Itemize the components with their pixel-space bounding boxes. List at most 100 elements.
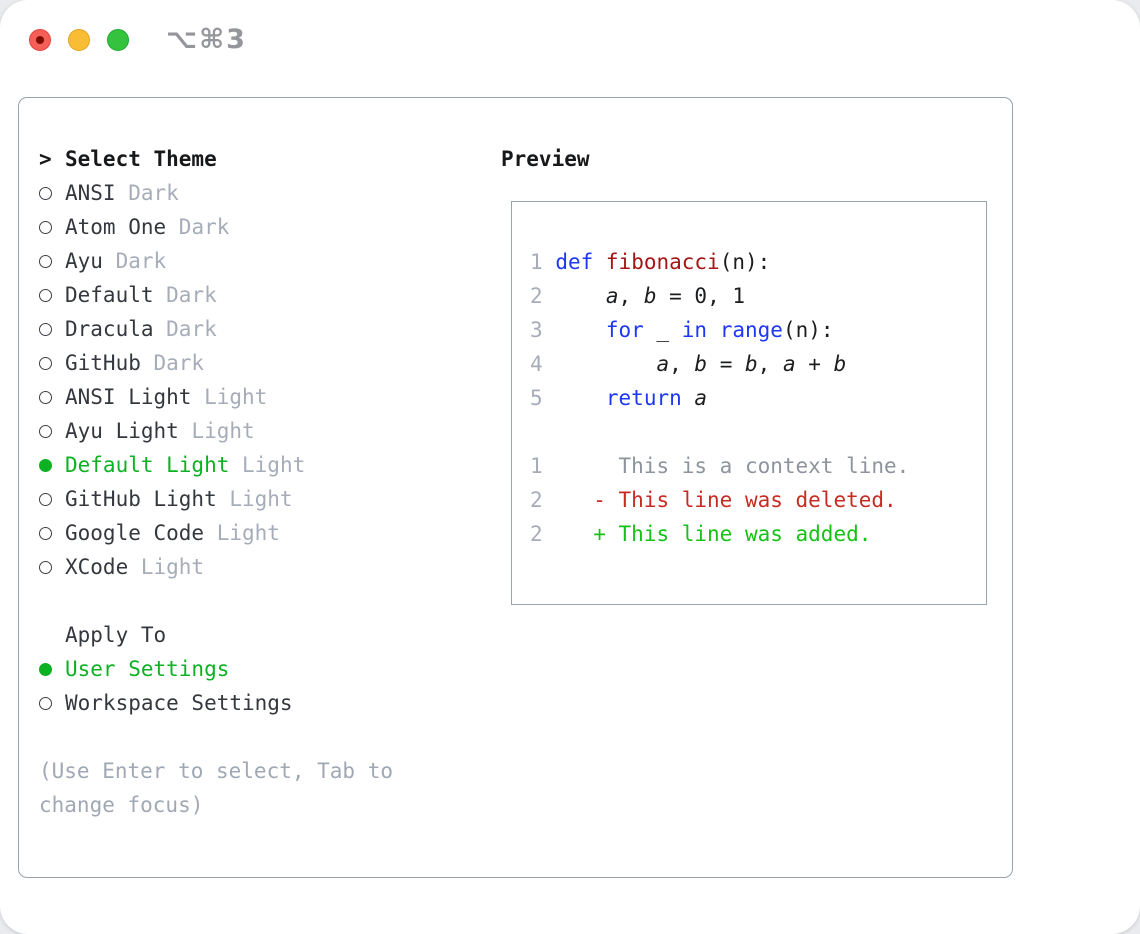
theme-option-label: XCode xyxy=(65,555,129,579)
code-token: def xyxy=(555,250,594,274)
theme-variant-label: Dark xyxy=(140,351,205,375)
theme-option-label: Ayu Light xyxy=(65,419,179,443)
code-token: range xyxy=(719,318,783,342)
theme-variant-label: Dark xyxy=(166,215,230,239)
radio-icon xyxy=(39,662,52,676)
code-token: , xyxy=(757,352,783,376)
theme-option[interactable]: GitHub Dark xyxy=(39,346,393,380)
radio-icon xyxy=(39,424,52,438)
code-token: return xyxy=(605,386,682,410)
code-token: _ xyxy=(643,318,682,342)
theme-variant-label: Dark xyxy=(153,283,217,307)
theme-variant-label: Dark xyxy=(153,317,217,341)
radio-icon xyxy=(39,526,52,540)
code-token: a xyxy=(782,352,796,376)
theme-option[interactable]: Default Dark xyxy=(39,278,393,312)
code-token: in xyxy=(681,318,708,342)
theme-option[interactable]: Google Code Light xyxy=(39,516,393,550)
apply-option[interactable]: User Settings xyxy=(39,652,393,686)
code-token: (n): xyxy=(719,250,771,274)
theme-option[interactable]: XCode Light xyxy=(39,550,393,584)
line-number: 2 xyxy=(530,522,543,546)
code-line: 5 return a xyxy=(530,381,986,415)
code-token: , xyxy=(669,352,695,376)
theme-option[interactable]: Ayu Light Light xyxy=(39,414,393,448)
code-token xyxy=(682,386,695,410)
code-token xyxy=(593,250,606,274)
theme-option[interactable]: Dracula Dark xyxy=(39,312,393,346)
theme-variant-label: Light xyxy=(216,487,293,511)
theme-variant-label: Light xyxy=(204,521,280,545)
line-number: 4 xyxy=(530,352,543,376)
code-line: 1 def fibonacci(n): xyxy=(530,245,986,279)
zoom-button[interactable] xyxy=(107,29,129,51)
select-theme-header: > Select Theme xyxy=(39,142,393,176)
apply-to-header: Apply To xyxy=(39,618,393,652)
code-token: a xyxy=(605,284,619,308)
theme-option-label: Google Code xyxy=(65,521,205,545)
code-line: 2 a, b = 0, 1 xyxy=(530,279,986,313)
code-token xyxy=(555,284,606,308)
close-button[interactable] xyxy=(29,29,51,51)
diff-text: - This line was deleted. xyxy=(542,488,897,512)
apply-option[interactable]: Workspace Settings xyxy=(39,686,393,720)
window-title: ⌥⌘3 xyxy=(166,24,247,55)
code-token: b xyxy=(643,284,657,308)
code-line: 3 for _ in range(n): xyxy=(530,313,986,347)
code-token xyxy=(555,318,606,342)
minimize-button[interactable] xyxy=(68,29,90,51)
theme-option-label: ANSI xyxy=(65,181,116,205)
theme-option-label: ANSI Light xyxy=(65,385,192,409)
theme-option[interactable]: Ayu Dark xyxy=(39,244,393,278)
radio-icon xyxy=(39,390,52,404)
theme-option[interactable]: Default Light Light xyxy=(39,448,393,482)
apply-option-label: Workspace Settings xyxy=(65,691,293,715)
line-number: 5 xyxy=(530,386,543,410)
theme-variant-label: Light xyxy=(128,555,205,579)
theme-option-label: GitHub Light xyxy=(65,487,217,511)
code-token xyxy=(555,386,606,410)
diff-line-context: 1 This is a context line. xyxy=(530,449,986,483)
line-number: 3 xyxy=(530,318,543,342)
theme-option[interactable]: GitHub Light Light xyxy=(39,482,393,516)
code-token: b xyxy=(745,352,758,376)
radio-icon xyxy=(39,560,52,574)
code-token: a xyxy=(694,386,708,410)
radio-icon xyxy=(39,220,52,234)
theme-variant-label: Light xyxy=(229,453,306,477)
code-token: = 0, 1 xyxy=(656,284,746,308)
code-line: 4 a, b = b, a + b xyxy=(530,347,986,381)
cursor-icon: > xyxy=(39,147,52,171)
theme-variant-label: Dark xyxy=(115,181,179,205)
radio-icon xyxy=(39,356,52,370)
theme-option[interactable]: Atom One Dark xyxy=(39,210,393,244)
radio-icon xyxy=(39,492,52,506)
theme-option-label: Dracula xyxy=(65,317,154,341)
line-number: 2 xyxy=(530,284,543,308)
spacer xyxy=(39,584,393,618)
code-token: , xyxy=(618,284,644,308)
spacer xyxy=(39,720,393,754)
theme-option-label: Default Light xyxy=(65,453,230,477)
theme-variant-label: Dark xyxy=(102,249,167,273)
theme-option[interactable]: ANSI Light Light xyxy=(39,380,393,414)
theme-option-label: Default xyxy=(65,283,154,307)
diff-text: + This line was added. xyxy=(542,522,872,546)
line-number: 1 xyxy=(530,250,543,274)
theme-option[interactable]: ANSI Dark xyxy=(39,176,393,210)
diff-line-added: 2 + This line was added. xyxy=(530,517,986,551)
code-token: + xyxy=(795,352,834,376)
code-token: = xyxy=(707,352,746,376)
help-text-line-2: change focus) xyxy=(39,793,204,817)
diff-text: This is a context line. xyxy=(542,454,910,478)
apply-to-label: Apply To xyxy=(65,623,167,647)
code-token: b xyxy=(694,352,708,376)
line-number: 1 xyxy=(530,454,543,478)
radio-icon xyxy=(39,254,52,268)
theme-variant-label: Light xyxy=(178,419,255,443)
